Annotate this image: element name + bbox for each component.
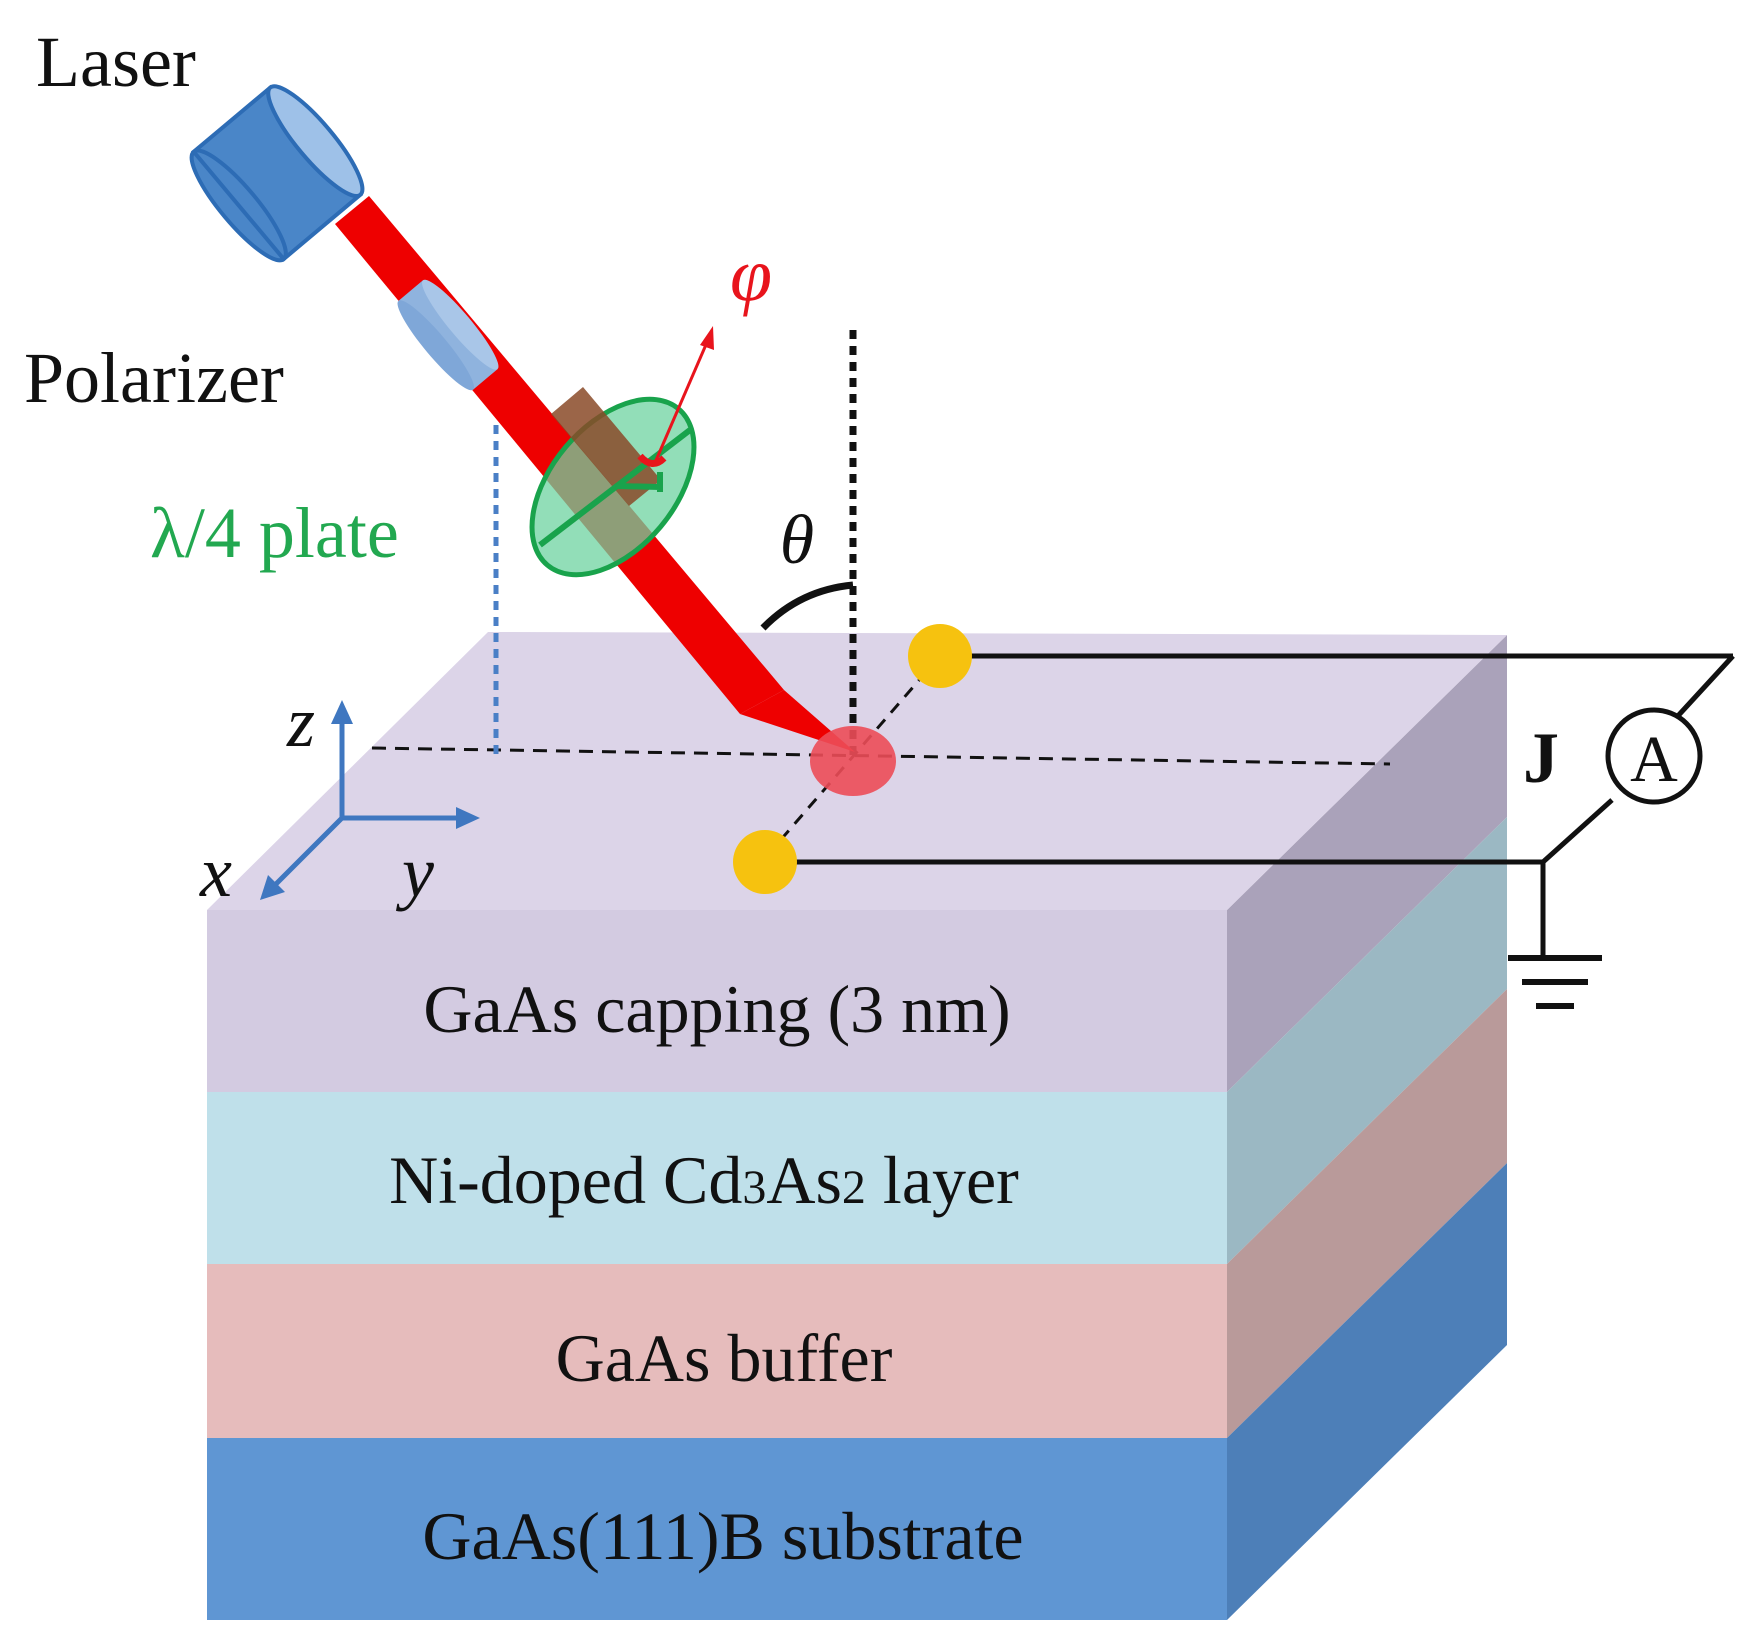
layer-buffer-front [207, 1264, 1227, 1438]
y-arrowhead [456, 807, 480, 829]
z-axis-label: z [286, 682, 315, 762]
layer-cd3as2-side [1227, 817, 1507, 1264]
circuit-wire-diag-top [1674, 654, 1735, 720]
laser-label: Laser [36, 22, 196, 102]
x-axis-arrow [268, 816, 344, 892]
phi-label: φ [730, 233, 772, 317]
laser-body [193, 87, 361, 260]
theta-arc [760, 581, 854, 631]
z-arrowhead [331, 700, 353, 724]
waveplate-fast-axis [538, 427, 692, 548]
layer-buffer-side [1227, 989, 1507, 1438]
x-arrowhead [260, 875, 285, 900]
layer-substrate-label: GaAs(111)B substrate [422, 1498, 1023, 1574]
polarizer-optic [397, 279, 499, 391]
phi-indicator: φ [637, 233, 772, 467]
laser-aperture [266, 84, 365, 199]
layer-substrate-side [1227, 1163, 1507, 1620]
measurement-circuit: A J [765, 653, 1735, 1009]
layer-cd3as2-label: Ni-doped Cd3As2 layer [389, 1142, 1019, 1218]
current-label: J [1523, 718, 1559, 798]
circuit-wire-diag-bottom [1541, 798, 1614, 864]
contact-electrode-bottom [733, 830, 797, 894]
waveplate-label: λ/4 plate [150, 493, 399, 573]
ammeter-circle [1605, 707, 1703, 805]
ammeter-label: A [1630, 723, 1678, 796]
x-axis-label: x [199, 832, 232, 912]
layer-stack [207, 632, 1507, 1620]
layer-substrate-front [207, 1438, 1227, 1620]
phi-arrowhead [700, 326, 714, 350]
layer-labels: GaAs capping (3 nm) Ni-doped Cd3As2 laye… [389, 971, 1023, 1574]
laser-head [189, 84, 365, 263]
layer-capping-front [207, 910, 1227, 1092]
coordinate-axes [260, 700, 480, 900]
y-axis-label: y [395, 832, 434, 912]
quarter-wave-plate [529, 387, 697, 578]
contact-electrode-top [908, 624, 972, 688]
phi-arrow-line [652, 339, 710, 466]
polarizer-label: Polarizer [24, 338, 284, 418]
ground-symbol [1508, 955, 1602, 1009]
theta-label: θ [780, 502, 814, 579]
layer-capping-label: GaAs capping (3 nm) [423, 971, 1010, 1047]
layer-cd3as2-front [207, 1092, 1227, 1264]
layer-buffer-label: GaAs buffer [556, 1320, 893, 1396]
beam-spot [810, 726, 896, 796]
phi-arc [637, 453, 667, 467]
ammeter: A [1605, 707, 1703, 805]
waveplate-angle-mark [615, 472, 663, 492]
